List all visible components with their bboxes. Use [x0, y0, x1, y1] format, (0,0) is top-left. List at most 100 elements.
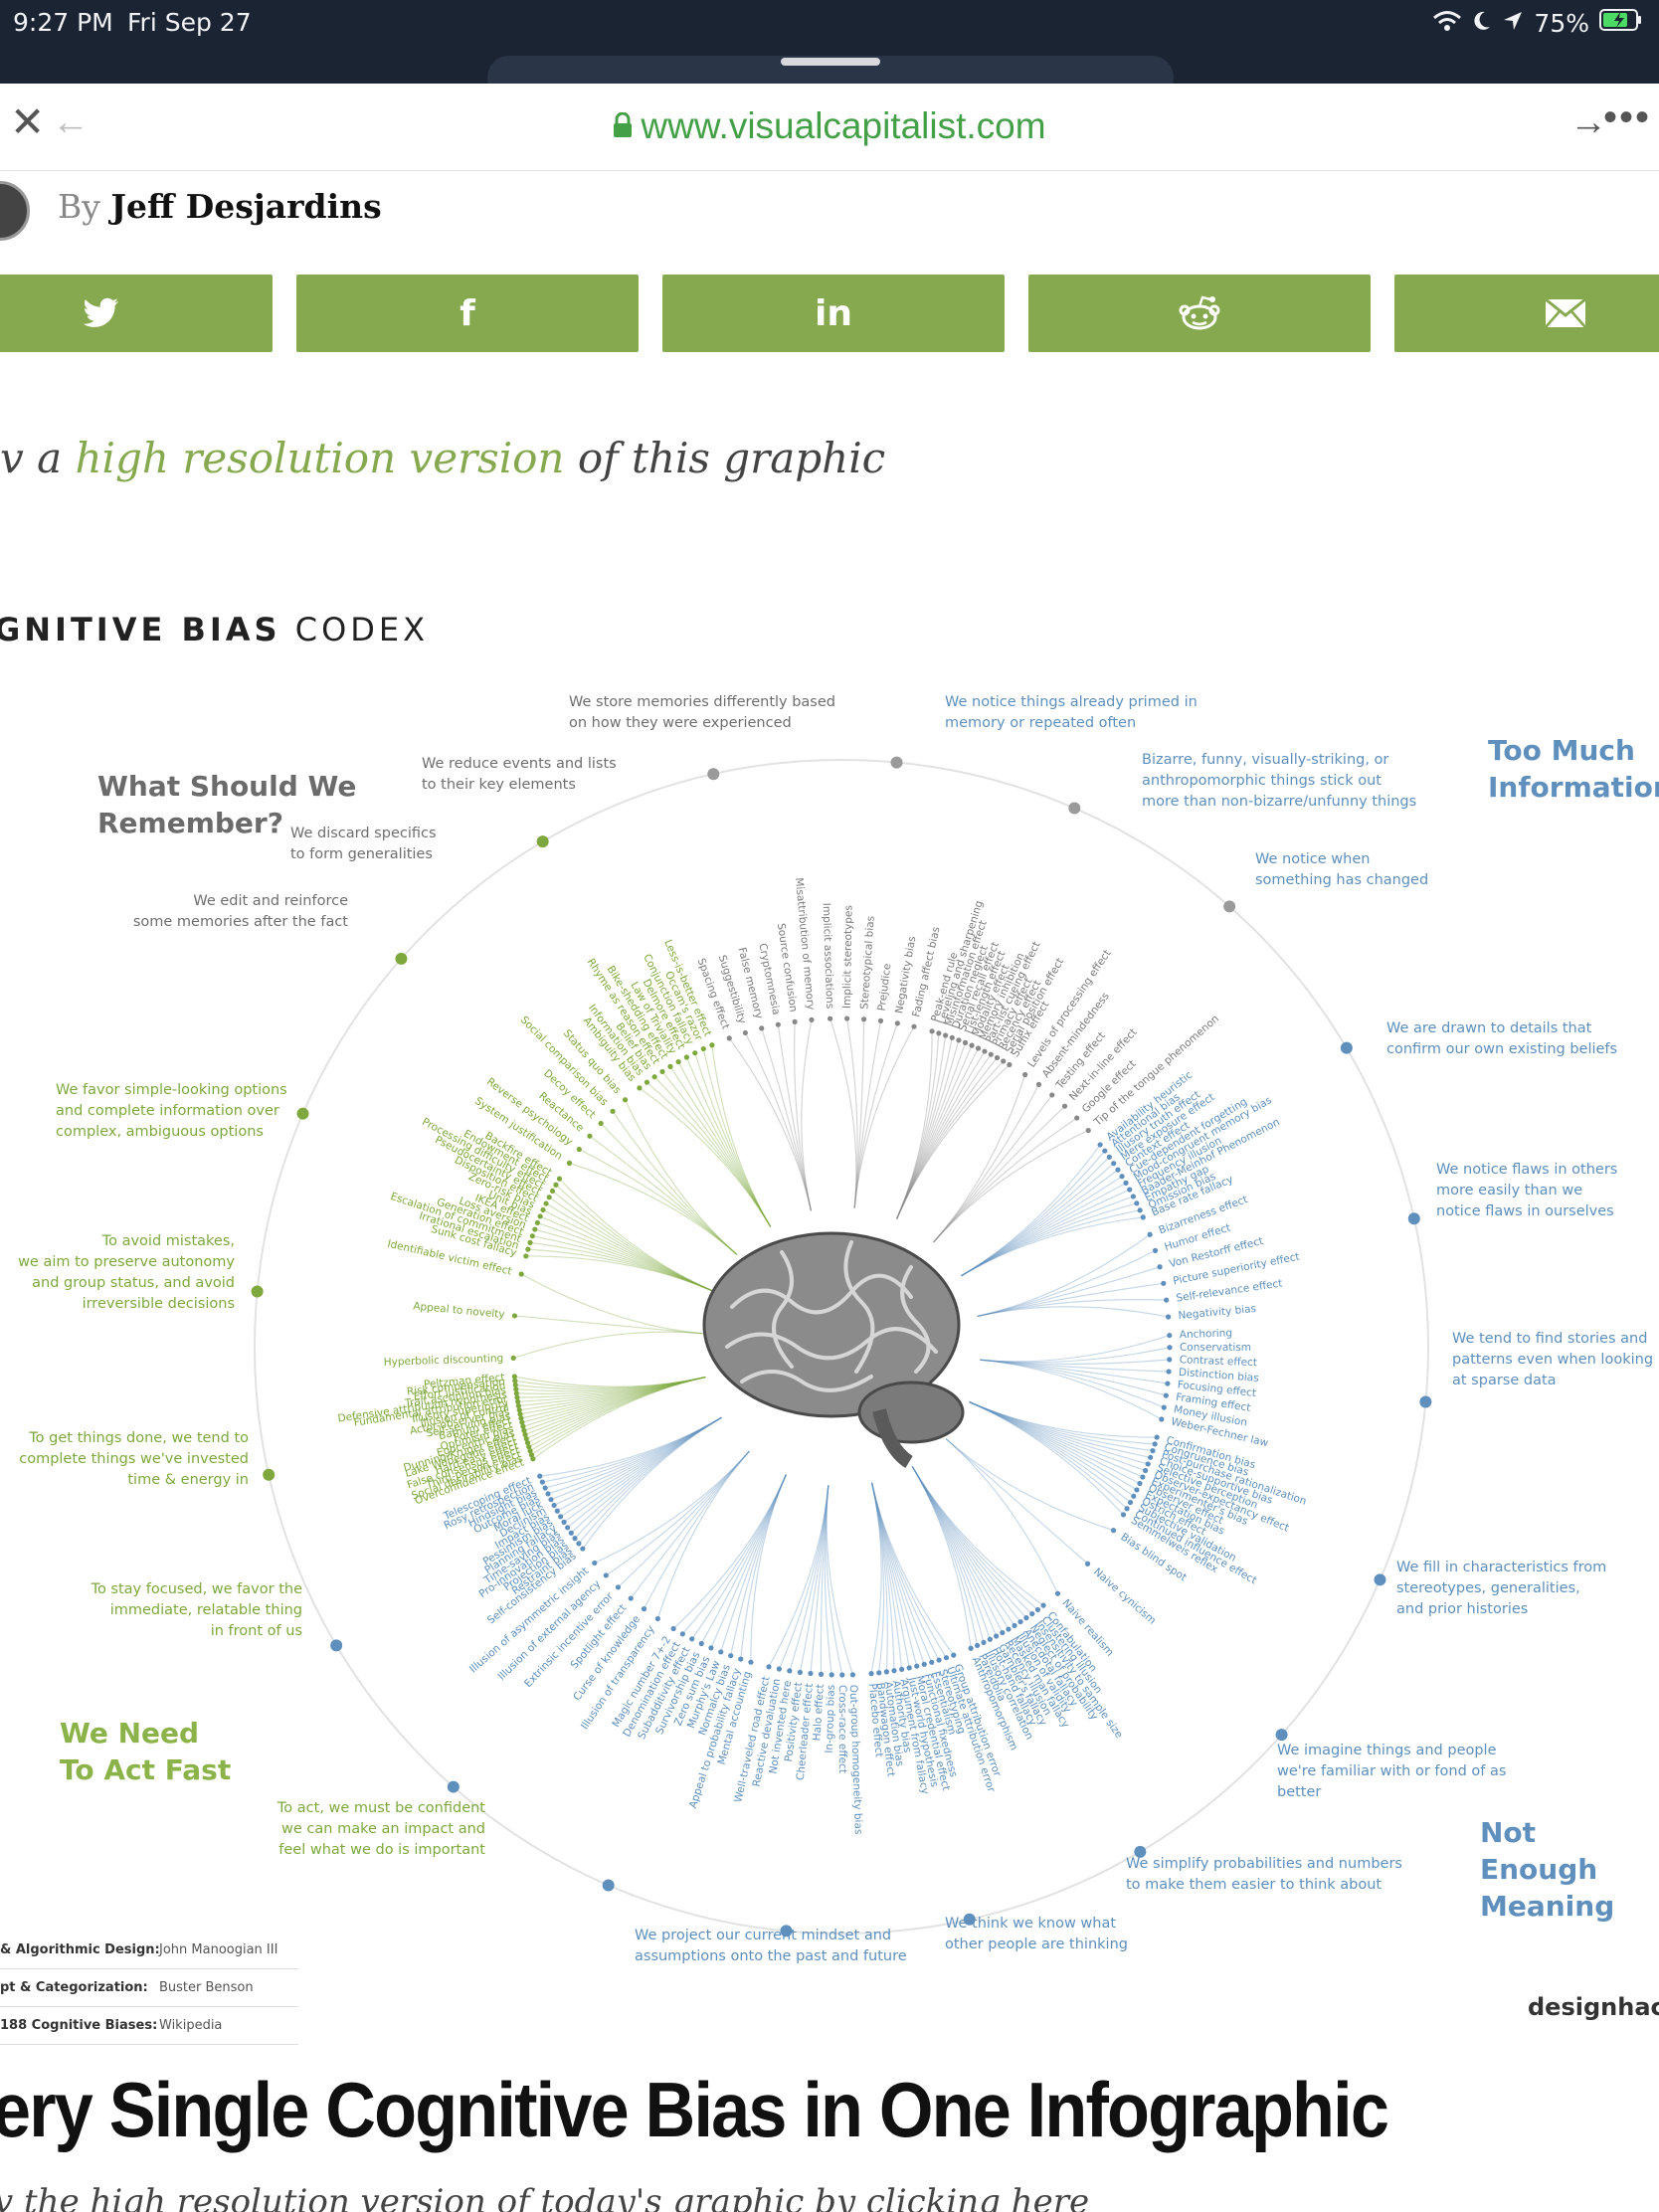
- branch-line: [961, 1176, 1123, 1277]
- bias-dot: [545, 1491, 551, 1497]
- branch-line: [945, 1438, 1058, 1594]
- bias-dot: [518, 1415, 524, 1421]
- bias-dot: [1124, 1506, 1130, 1512]
- bias-dot: [742, 1029, 748, 1036]
- branch-line: [961, 1216, 1144, 1277]
- bias-dot: [929, 1659, 935, 1665]
- forward-arrow-icon[interactable]: →: [1569, 101, 1607, 143]
- branch-line: [870, 1482, 933, 1663]
- cluster-dot: [1419, 1395, 1432, 1408]
- branch-line: [810, 1485, 830, 1674]
- branch-line: [514, 1315, 703, 1335]
- note-line: and prior histories: [1396, 1601, 1529, 1617]
- bias-label: Appeal to novelty: [413, 1300, 505, 1321]
- article-subline[interactable]: v the high resolution version of today's…: [0, 2182, 1090, 2212]
- email-share-button[interactable]: [1394, 275, 1659, 352]
- linkedin-share-button[interactable]: in: [662, 275, 1005, 352]
- branch-line: [618, 1450, 750, 1588]
- note-line: We store memories differently based: [569, 694, 835, 710]
- bias-dot: [951, 1652, 957, 1658]
- branch-line: [563, 1416, 722, 1523]
- bias-dot: [556, 1176, 563, 1182]
- branch-line: [542, 1416, 722, 1483]
- branch-line: [961, 1202, 1137, 1277]
- more-icon[interactable]: •••: [1602, 95, 1651, 139]
- branch-line: [519, 1376, 706, 1411]
- branch-line: [514, 1376, 706, 1387]
- credit-value: Wikipedia: [159, 2018, 223, 2033]
- bias-dot: [1140, 1474, 1146, 1480]
- branch-line: [896, 1032, 940, 1219]
- cluster-dot: [963, 1913, 976, 1926]
- note-line: To stay focused, we favor the: [91, 1581, 302, 1597]
- branch-line: [516, 1376, 706, 1398]
- bias-dot: [520, 1423, 526, 1429]
- bias-dot: [1000, 1629, 1006, 1636]
- bias-label: Implicit associations: [821, 903, 836, 1010]
- branch-line: [969, 1401, 1149, 1465]
- branch-line: [969, 1401, 1144, 1478]
- sheet-grabber[interactable]: [781, 58, 880, 66]
- hires-link[interactable]: high resolution version: [75, 434, 565, 482]
- bias-dot: [808, 1670, 814, 1677]
- branch-line: [870, 1482, 940, 1661]
- branch-line: [945, 1438, 1114, 1532]
- branch-line: [777, 1024, 813, 1211]
- branch-line: [969, 1401, 1151, 1458]
- facebook-share-button[interactable]: f: [296, 275, 639, 352]
- bias-dot: [914, 1663, 920, 1669]
- branch-line: [720, 1474, 787, 1653]
- branch-line: [896, 1064, 1011, 1219]
- author-name[interactable]: Jeff Desjardins: [110, 187, 382, 226]
- reddit-share-button[interactable]: [1028, 275, 1371, 352]
- bias-dot: [675, 1058, 681, 1065]
- bias-dot: [537, 1473, 543, 1479]
- bias-dot: [1148, 1454, 1154, 1460]
- cluster-dot: [1275, 1729, 1288, 1742]
- branch-line: [870, 1482, 947, 1659]
- note-line: assumptions onto the past and future: [635, 1948, 907, 1964]
- bias-dot: [1137, 1480, 1143, 1487]
- close-icon[interactable]: ✕: [10, 98, 46, 145]
- branch-line: [896, 1034, 947, 1219]
- bias-dot: [949, 1034, 955, 1040]
- branch-line: [516, 1376, 706, 1394]
- note-line: confirm our own existing beliefs: [1386, 1041, 1618, 1057]
- branch-line: [961, 1189, 1131, 1277]
- branch-line: [574, 1416, 722, 1540]
- designhacks-brand: designhac: [1528, 1993, 1659, 2021]
- share-bar: f in: [0, 275, 1659, 354]
- bias-dot: [1145, 1461, 1151, 1467]
- branch-line: [969, 1401, 1158, 1438]
- bias-dot: [1166, 1314, 1172, 1320]
- bias-dot: [700, 1045, 706, 1052]
- branch-line: [977, 1249, 1156, 1318]
- back-arrow-icon[interactable]: ←: [52, 101, 90, 143]
- bias-dot: [1085, 1127, 1091, 1134]
- branch-line: [656, 1450, 750, 1619]
- branch-line: [522, 1376, 706, 1427]
- brain-fold: [740, 1370, 873, 1392]
- branch-line: [896, 1050, 986, 1219]
- status-bar: 9:27 PM Fri Sep 27 75%: [0, 0, 1659, 99]
- graphic-credits: & Algorithmic Design:John Manoogian III …: [0, 1932, 298, 2045]
- branch-line: [853, 1020, 882, 1208]
- note-line: We fill in characteristics from: [1396, 1560, 1607, 1575]
- bias-dot: [883, 1669, 889, 1675]
- bias-dot: [766, 1664, 772, 1670]
- bias-dot: [519, 1419, 525, 1425]
- bias-dot: [1054, 1590, 1061, 1596]
- bias-dot: [511, 1374, 517, 1380]
- branch-line: [980, 1347, 1171, 1364]
- twitter-share-button[interactable]: [0, 275, 273, 352]
- bias-dot: [1131, 1493, 1137, 1499]
- address-field[interactable]: www.visualcapitalist.com: [0, 105, 1659, 147]
- branch-line: [552, 1190, 714, 1292]
